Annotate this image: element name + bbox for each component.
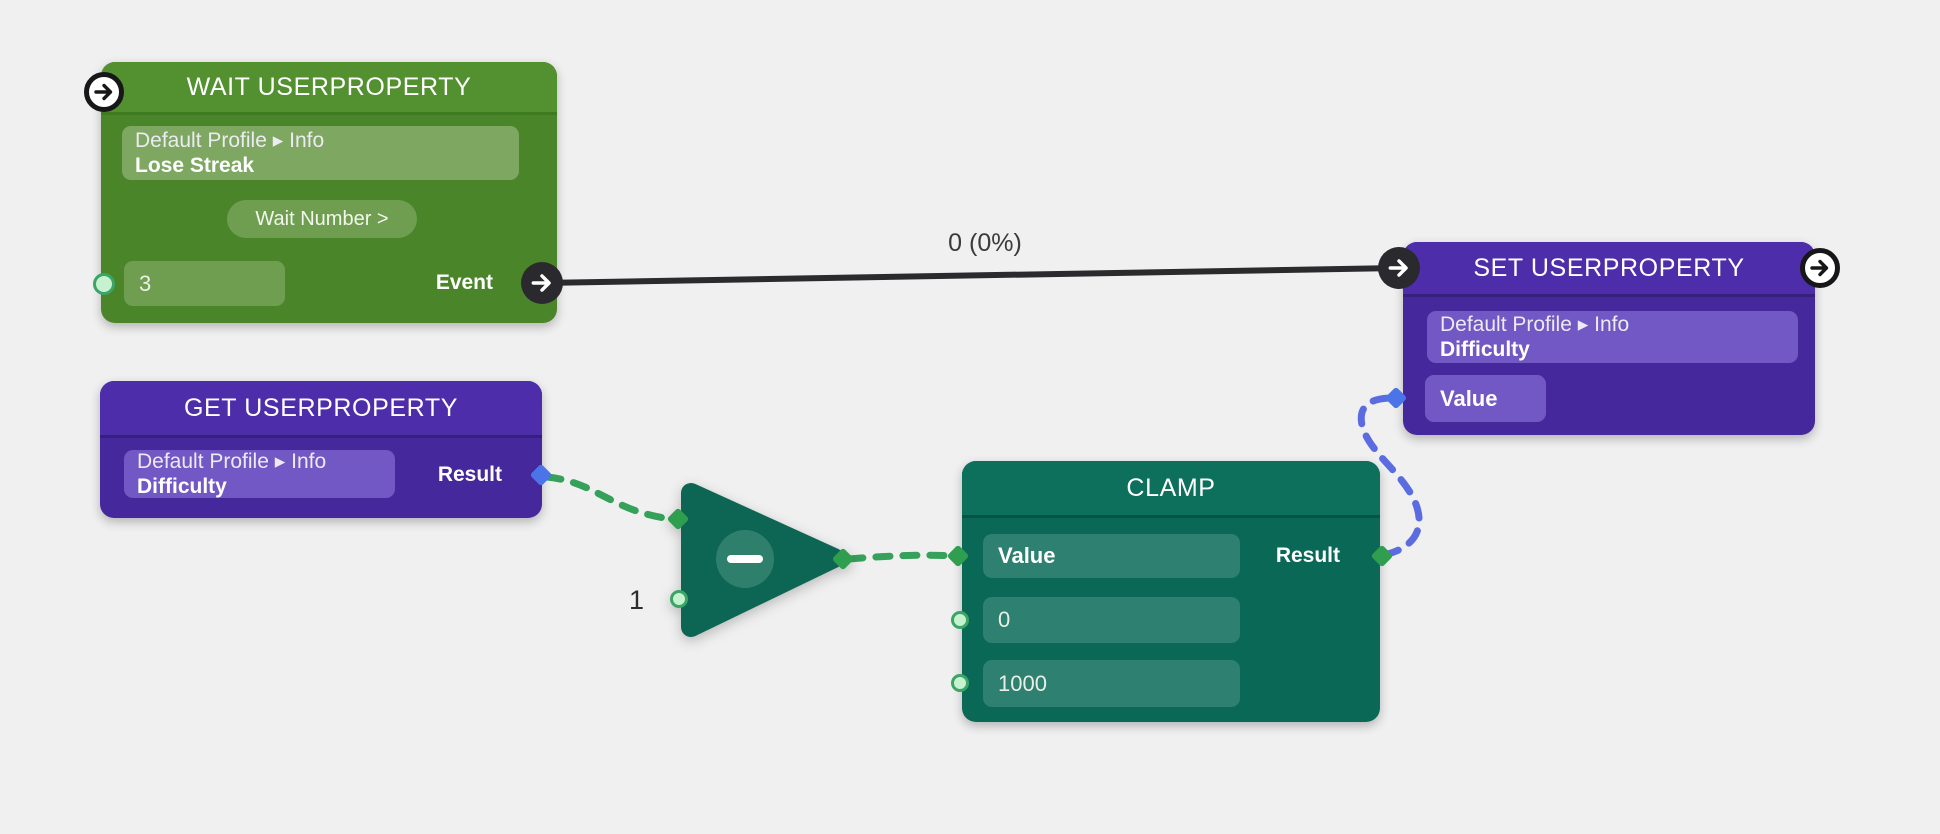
clamp-value-input[interactable]: Value	[983, 534, 1240, 578]
property-name: Lose Streak	[135, 154, 255, 177]
wait-userproperty-node[interactable]: WAIT USERPROPERTY Default Profile ▸ Info…	[84, 62, 563, 323]
get-userproperty-node[interactable]: GET USERPROPERTY Default Profile ▸ Info …	[100, 381, 553, 518]
clamp-max-input[interactable]: 1000	[983, 660, 1240, 707]
arrow-right-icon	[529, 270, 555, 296]
event-flow-wire[interactable]	[541, 265, 1400, 286]
arrow-right-icon	[1386, 255, 1412, 281]
operand-b-input-port[interactable]	[670, 590, 688, 608]
flow-in-port[interactable]	[84, 72, 124, 112]
subtract-node[interactable]	[666, 480, 855, 640]
property-name: Difficulty	[137, 475, 227, 498]
get-result-to-subtract-wire[interactable]	[543, 473, 676, 523]
node-header[interactable]: CLAMP	[962, 461, 1380, 518]
arrow-right-icon	[1808, 256, 1832, 280]
node-title: WAIT USERPROPERTY	[186, 72, 472, 101]
property-name: Difficulty	[1440, 338, 1530, 361]
node-title: CLAMP	[1126, 473, 1216, 502]
event-output-label: Event	[435, 271, 493, 294]
arrow-right-icon	[92, 80, 116, 104]
clamp-result-to-set-value-wire[interactable]	[1357, 394, 1423, 559]
set-userproperty-node[interactable]: SET USERPROPERTY Default Profile ▸ Info …	[1378, 242, 1840, 435]
property-selector-field[interactable]: Default Profile ▸ Info Lose Streak	[122, 126, 519, 180]
wait-value-input[interactable]: 3	[124, 261, 285, 306]
operator-badge	[716, 530, 774, 588]
flow-out-port[interactable]	[1800, 248, 1840, 288]
wait-value-input-port[interactable]	[93, 273, 115, 295]
event-output-port[interactable]	[521, 262, 563, 304]
property-selector-field[interactable]: Default Profile ▸ Info Difficulty	[124, 450, 395, 498]
clamp-min-input-port[interactable]	[951, 611, 969, 629]
value-input-field[interactable]: Value	[1425, 375, 1546, 422]
wait-mode-button[interactable]: Wait Number >	[227, 200, 417, 238]
node-title: SET USERPROPERTY	[1473, 253, 1745, 282]
property-path: Default Profile ▸ Info	[1440, 313, 1630, 336]
clamp-max-input-port[interactable]	[951, 674, 969, 692]
result-output-label: Result	[437, 463, 502, 486]
result-output-label: Result	[1275, 544, 1340, 567]
node-header[interactable]: WAIT USERPROPERTY	[101, 62, 557, 115]
node-header[interactable]: SET USERPROPERTY	[1403, 242, 1815, 297]
node-header[interactable]: GET USERPROPERTY	[100, 381, 542, 438]
edge-traffic-label: 0 (0%)	[948, 229, 1022, 257]
node-title: GET USERPROPERTY	[183, 393, 459, 422]
subtract-operand-value[interactable]: 1	[628, 585, 644, 615]
flow-in-port[interactable]	[1378, 247, 1420, 289]
subtract-to-clamp-wire[interactable]	[845, 551, 958, 563]
clamp-min-input[interactable]: 0	[983, 597, 1240, 643]
property-selector-field[interactable]: Default Profile ▸ Info Difficulty	[1427, 311, 1798, 363]
property-path: Default Profile ▸ Info	[135, 129, 325, 152]
clamp-node[interactable]: CLAMP Value 0 1000 Result	[946, 461, 1394, 722]
minus-icon	[727, 555, 763, 563]
property-path: Default Profile ▸ Info	[137, 450, 327, 473]
